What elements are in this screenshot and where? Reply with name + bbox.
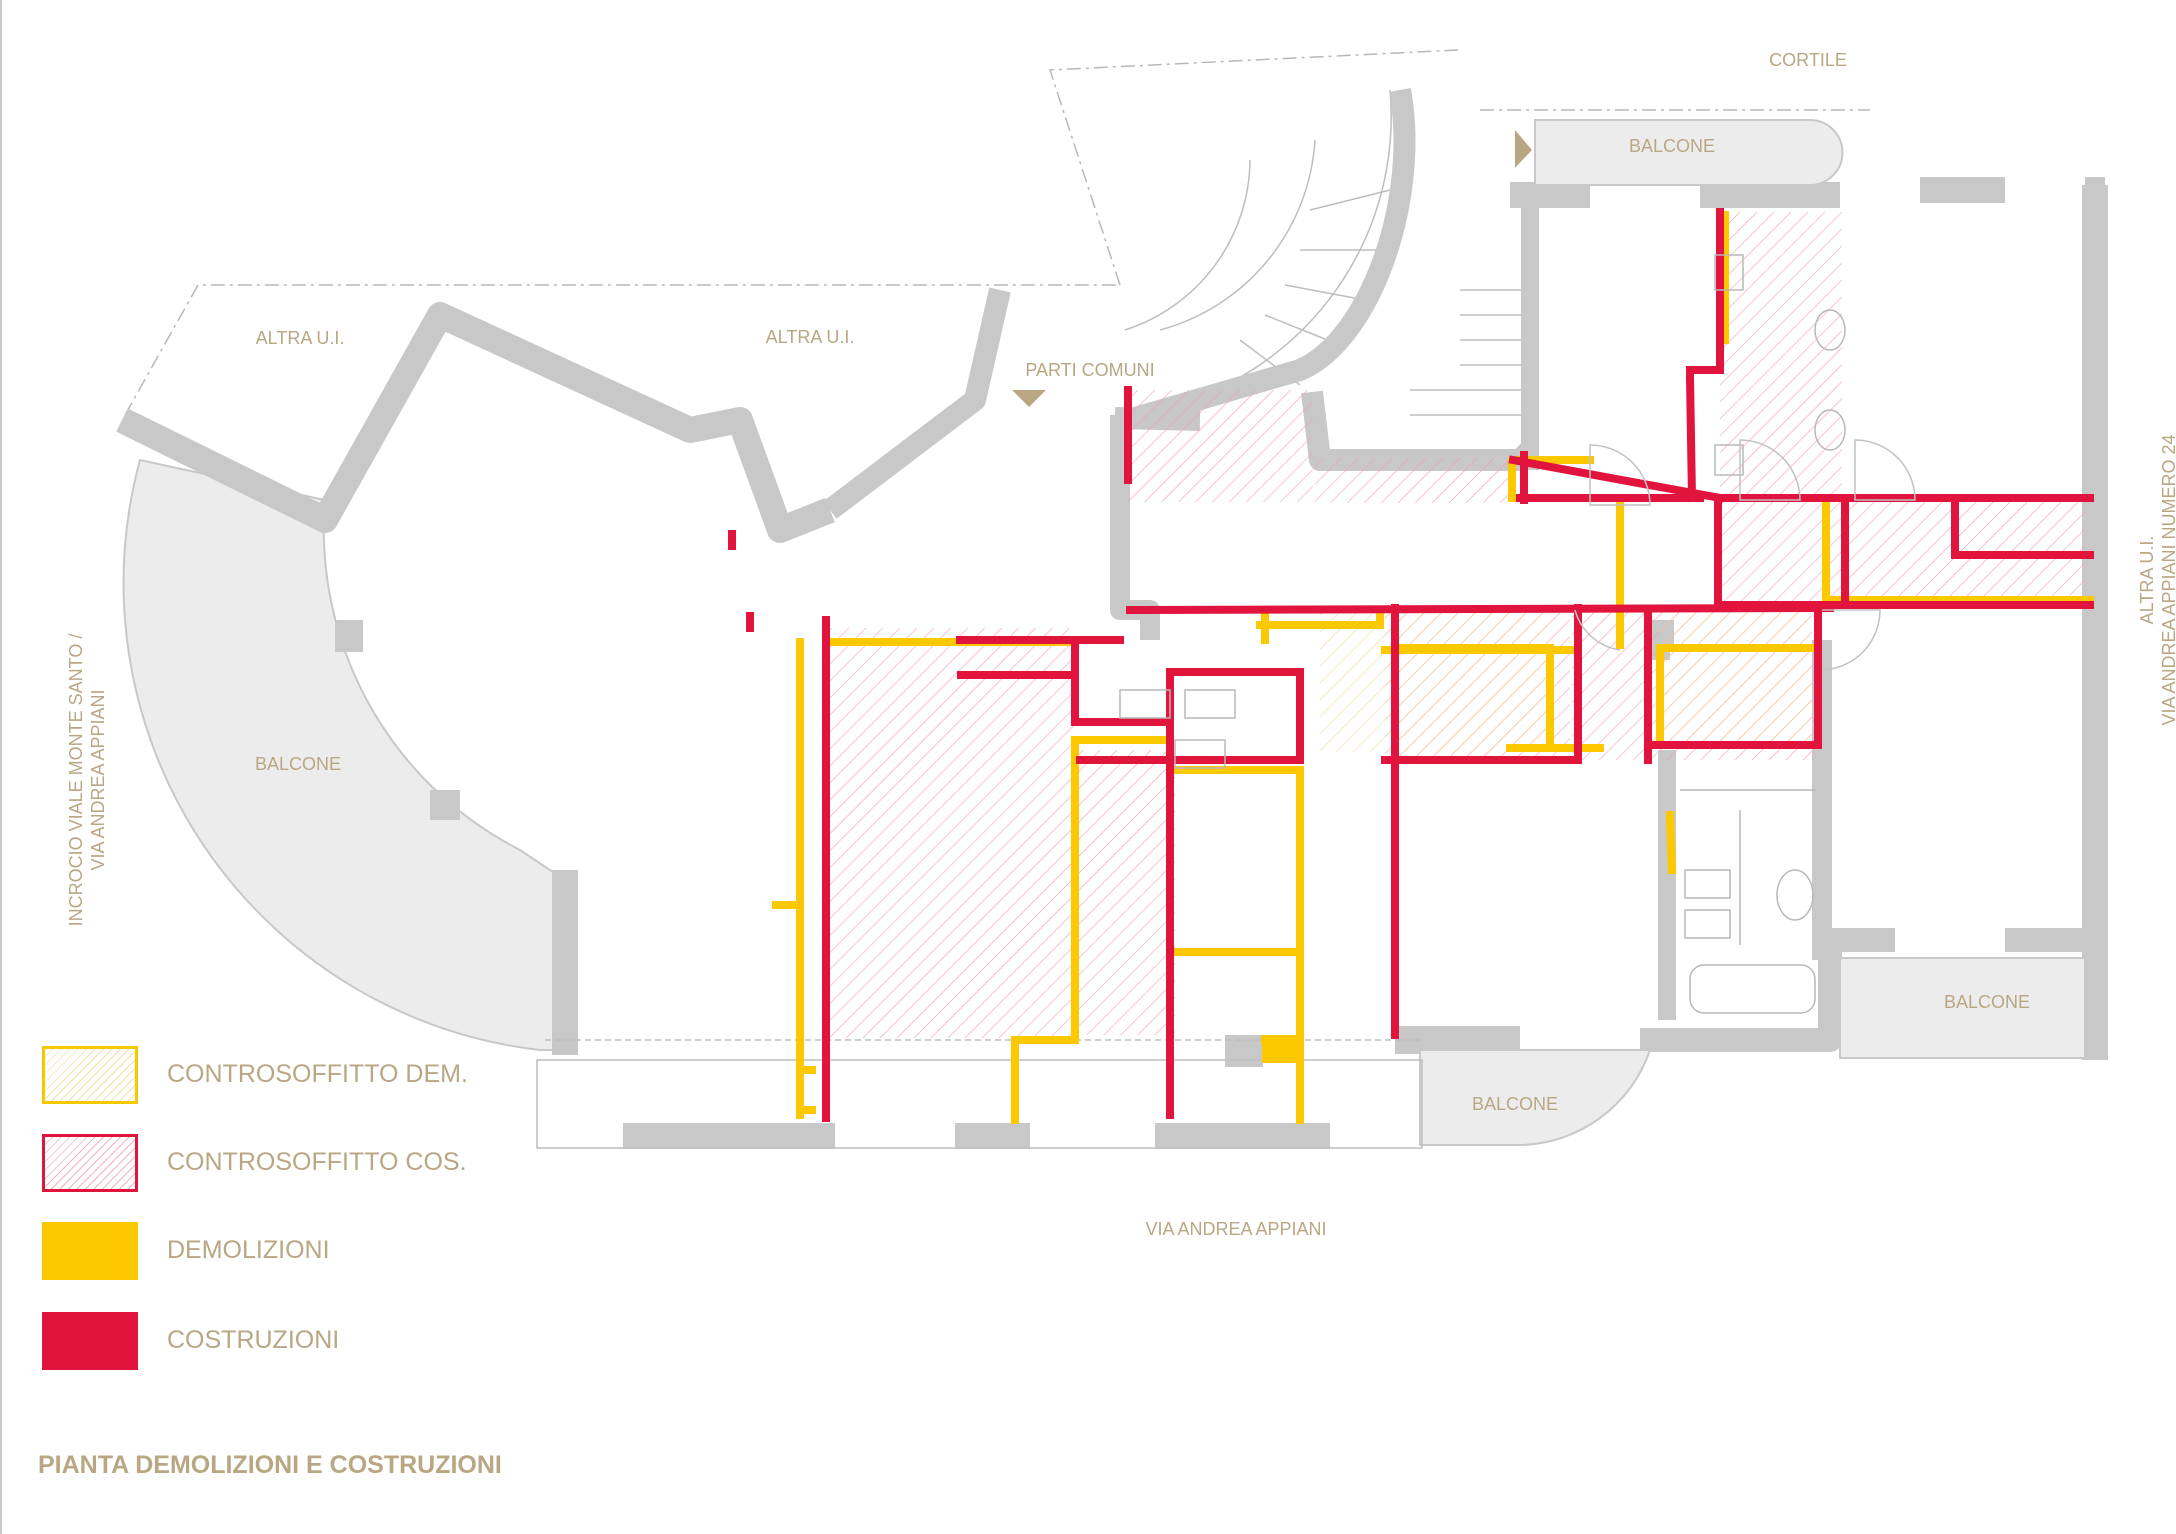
label-altra-ui-left: ALTRA U.I.: [256, 328, 345, 348]
facade-windows: [536, 1039, 1423, 1149]
label-altra-ui-center: ALTRA U.I.: [766, 327, 855, 347]
site-boundaries: [124, 49, 1870, 416]
false-ceiling-demolition: [1320, 612, 1810, 752]
demolitions: [772, 211, 2094, 1124]
label-balcone-curved: BALCONE: [255, 754, 341, 774]
legend-item-controsoffitto-cos: CONTROSOFFITTO COS.: [42, 1134, 562, 1198]
bottom-balcony: [1419, 1049, 1652, 1146]
existing-walls: [116, 88, 2108, 1149]
plan-labels: CORTILE BALCONE ALTRA U.I. ALTRA U.I. PA…: [66, 50, 2176, 1239]
swatch-solid-yellow: [42, 1222, 138, 1280]
right-balcony: [1839, 957, 2086, 1059]
doors: [1574, 439, 1916, 671]
label-left-street-line2: VIA ANDREA APPIANI: [88, 689, 108, 870]
label-parti-comuni: PARTI COMUNI: [1025, 360, 1154, 380]
legend-item-costruzioni: COSTRUZIONI: [42, 1312, 562, 1376]
entrance-arrow-icon: [1012, 390, 1046, 407]
label-right-neighbor-line2: VIA ANDREA APPIANI NUMERO 24: [2159, 434, 2176, 725]
label-balcone-top: BALCONE: [1629, 136, 1715, 156]
swatch-solid-red: [42, 1312, 138, 1370]
label-balcone-bottom: BALCONE: [1472, 1094, 1558, 1114]
pillar: [335, 620, 363, 652]
swatch-hatch-red: [42, 1134, 138, 1192]
label-cortile: CORTILE: [1769, 50, 1847, 70]
legend-label: CONTROSOFFITTO DEM.: [167, 1060, 468, 1088]
label-balcone-right: BALCONE: [1944, 992, 2030, 1012]
constructions: [822, 208, 2094, 1122]
legend-label: DEMOLIZIONI: [167, 1236, 330, 1264]
legend-label: CONTROSOFFITTO COS.: [167, 1148, 467, 1176]
legend-label: COSTRUZIONI: [167, 1326, 340, 1354]
page-title: PIANTA DEMOLIZIONI E COSTRUZIONI: [38, 1451, 502, 1479]
stair-arrow-icon: [1515, 130, 1532, 168]
legend-item-demolizioni: DEMOLIZIONI: [42, 1222, 562, 1286]
swatch-hatch-yellow: [42, 1046, 138, 1104]
demolition-block: [1262, 1035, 1300, 1063]
door-marker: [746, 612, 754, 632]
label-right-neighbor-line1: ALTRA U.I.: [2137, 536, 2157, 625]
bathroom-fixtures: [1119, 254, 1846, 1014]
legend-item-controsoffitto-dem: CONTROSOFFITTO DEM.: [42, 1046, 562, 1110]
label-street-bottom: VIA ANDREA APPIANI: [1145, 1219, 1326, 1239]
label-left-street-line1: INCROCIO VIALE MONTE SANTO /: [66, 634, 86, 927]
curved-balcony: [122, 458, 566, 1051]
staircase: [1124, 89, 1525, 416]
door-marker: [728, 530, 736, 550]
top-balcony: [1534, 119, 1844, 186]
pillar: [430, 790, 460, 820]
